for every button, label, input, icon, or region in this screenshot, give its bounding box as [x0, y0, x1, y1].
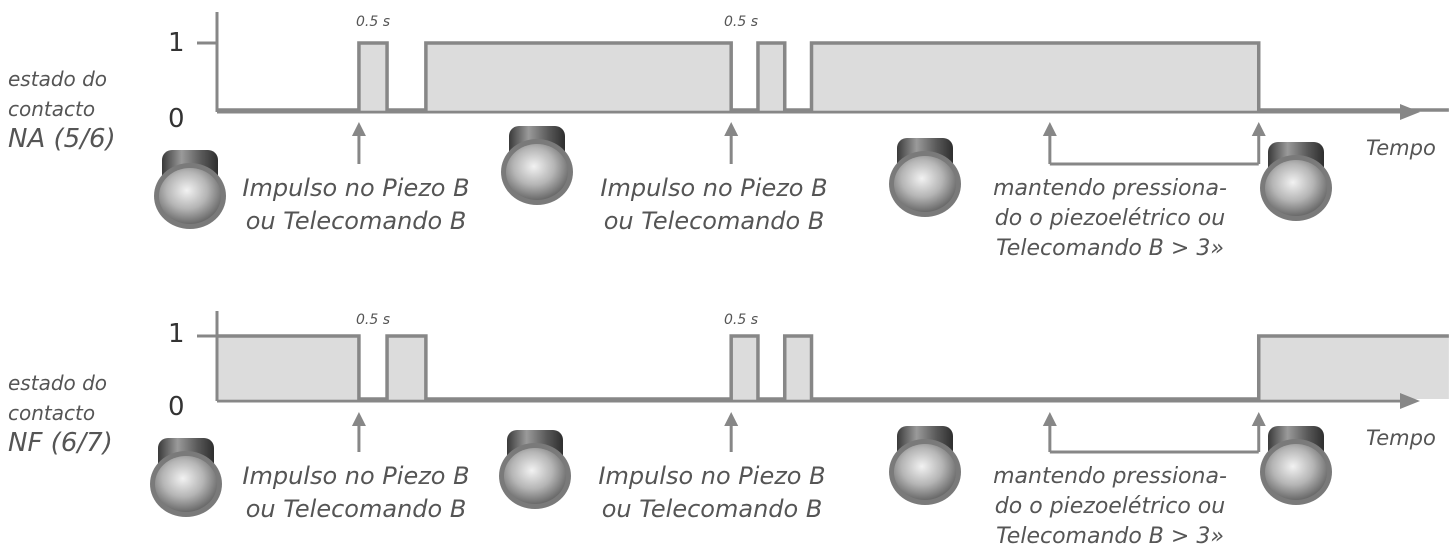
- high-level-region: [425, 43, 732, 110]
- contact-state-trace: [217, 41, 1449, 112]
- button-face: [504, 448, 566, 504]
- hold-start-arrow-head: [1042, 122, 1057, 136]
- nf-event-2-caption: Impulso no Piezo B ou Telecomando B: [578, 460, 846, 526]
- event-2-arrow-head: [724, 412, 739, 426]
- na-event-2-line2: ou Telecomando B: [603, 207, 825, 235]
- na-event-3-line2: do o piezoelétrico ou: [994, 206, 1226, 231]
- piezo-push-button-icon: [154, 150, 226, 229]
- nf-event-3-caption: mantendo pressiona- do o piezoelétrico o…: [968, 462, 1252, 552]
- high-level-region: [757, 43, 785, 110]
- high-level-region: [358, 43, 388, 110]
- piezo-push-button-icon: [1260, 426, 1332, 505]
- event-1-arrow-head: [351, 412, 366, 426]
- piezo-push-button-icon: [889, 426, 961, 505]
- na-level-low-label: 0: [168, 104, 185, 134]
- na-state-line3: NA (5/6): [8, 124, 116, 154]
- nf-level-high-label: 1: [168, 319, 185, 349]
- piezo-push-button-icon: [889, 138, 961, 217]
- hold-start-arrow-head: [1042, 412, 1057, 426]
- na-event-3-line3: Telecomando B > 3»: [996, 236, 1224, 261]
- button-face: [894, 156, 956, 212]
- piezo-push-button-icon: [150, 438, 222, 517]
- na-event-2-caption: Impulso no Piezo B ou Telecomando B: [580, 172, 848, 238]
- nf-state-line2: contacto: [8, 401, 96, 425]
- na-event-3-line1: mantendo pressiona-: [993, 176, 1227, 201]
- na-event-1-line2: ou Telecomando B: [245, 207, 467, 235]
- na-state-line2: contacto: [8, 97, 96, 121]
- nf-event-1-caption: Impulso no Piezo B ou Telecomando B: [222, 460, 490, 526]
- hold-end-arrow-head: [1251, 412, 1266, 426]
- nf-event-2-line2: ou Telecomando B: [601, 495, 823, 523]
- nf-timing-panel: [150, 311, 1449, 517]
- time-axis-arrowhead: [1400, 104, 1420, 120]
- nf-event-3-line2: do o piezoelétrico ou: [994, 494, 1226, 519]
- high-level-region: [387, 336, 426, 399]
- piezo-push-button-icon: [501, 126, 573, 205]
- nf-time-axis-label: Tempo: [1366, 426, 1436, 450]
- na-event-1-line1: Impulso no Piezo B: [242, 174, 470, 202]
- na-event-2-line1: Impulso no Piezo B: [600, 174, 828, 202]
- high-level-region: [217, 336, 359, 399]
- button-face: [506, 144, 568, 200]
- na-level-high-label: 1: [168, 28, 185, 58]
- na-event-3-caption: mantendo pressiona- do o piezoelétrico o…: [968, 174, 1252, 264]
- contact-state-trace: [217, 334, 1449, 401]
- button-face: [159, 168, 221, 224]
- nf-state-line1: estado do: [8, 371, 108, 395]
- button-face: [1265, 160, 1327, 216]
- nf-duration-label-1: 0.5 s: [356, 312, 391, 328]
- na-state-line1: estado do: [8, 67, 108, 91]
- button-face: [1265, 444, 1327, 500]
- high-level-region: [811, 43, 1259, 110]
- event-2-arrow-head: [724, 122, 739, 136]
- button-face: [894, 444, 956, 500]
- na-state-label: estado do contacto NA (5/6): [8, 64, 116, 154]
- high-level-region: [1258, 336, 1449, 399]
- na-duration-label-1: 0.5 s: [356, 14, 391, 30]
- nf-level-low-label: 0: [168, 392, 185, 422]
- nf-event-1-line1: Impulso no Piezo B: [242, 462, 470, 490]
- piezo-push-button-icon: [1260, 142, 1332, 221]
- na-event-1-caption: Impulso no Piezo B ou Telecomando B: [222, 172, 490, 238]
- nf-event-3-line1: mantendo pressiona-: [993, 464, 1227, 489]
- na-time-axis-label: Tempo: [1366, 136, 1436, 160]
- time-axis-arrowhead: [1400, 393, 1420, 409]
- event-1-arrow-head: [351, 122, 366, 136]
- na-timing-panel: [154, 12, 1449, 229]
- hold-end-arrow-head: [1251, 122, 1266, 136]
- nf-state-line3: NF (6/7): [8, 428, 113, 458]
- high-level-region: [784, 336, 812, 399]
- nf-duration-label-2: 0.5 s: [724, 312, 759, 328]
- high-level-region: [731, 336, 758, 399]
- na-duration-label-2: 0.5 s: [724, 14, 759, 30]
- piezo-push-button-icon: [499, 430, 571, 509]
- nf-event-3-line3: Telecomando B > 3»: [996, 524, 1224, 549]
- nf-state-label: estado do contacto NF (6/7): [8, 368, 113, 458]
- nf-event-2-line1: Impulso no Piezo B: [598, 462, 826, 490]
- nf-event-1-line2: ou Telecomando B: [245, 495, 467, 523]
- button-face: [155, 456, 217, 512]
